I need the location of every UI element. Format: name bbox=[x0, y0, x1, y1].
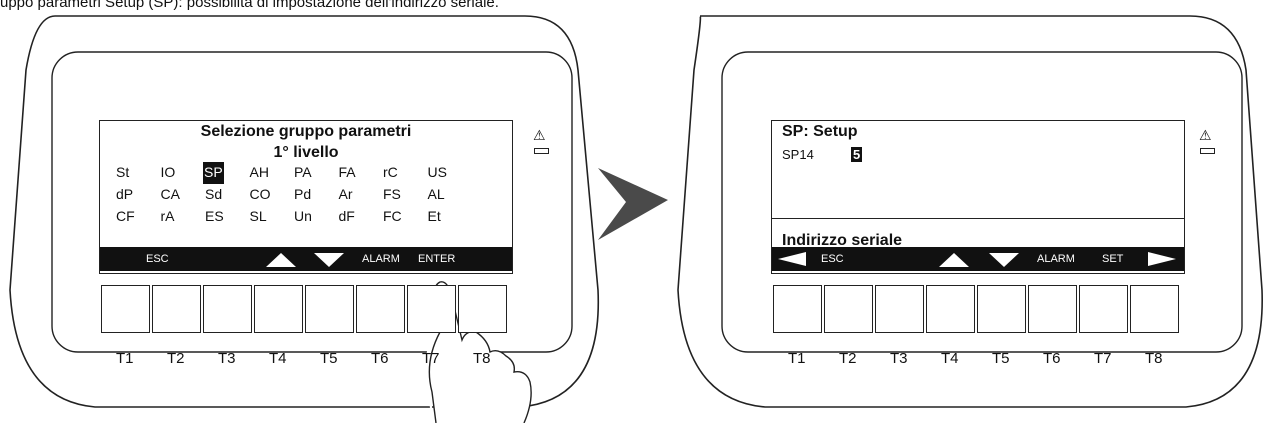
param-group-FA[interactable]: FA bbox=[337, 162, 382, 184]
param-group-ES[interactable]: ES bbox=[203, 206, 248, 228]
param-group-CO[interactable]: CO bbox=[248, 184, 293, 206]
param-group-Et[interactable]: Et bbox=[426, 206, 471, 228]
right-title: SP: Setup bbox=[782, 124, 858, 140]
enter-label: ENTER bbox=[418, 253, 455, 265]
triangle-down-icon bbox=[989, 253, 1019, 267]
param-group-SP[interactable]: SP bbox=[203, 162, 224, 184]
button-t3[interactable] bbox=[875, 285, 924, 333]
param-name: SP14 bbox=[782, 147, 814, 162]
button-t2[interactable] bbox=[824, 285, 873, 333]
button-t2[interactable] bbox=[152, 285, 201, 333]
triangle-up-icon bbox=[266, 253, 296, 267]
param-group-PA[interactable]: PA bbox=[292, 162, 337, 184]
button-label-t3: T3 bbox=[218, 350, 236, 367]
arrow-left-icon bbox=[778, 252, 806, 266]
param-group-Sd[interactable]: Sd bbox=[203, 184, 248, 206]
triangle-down-icon bbox=[314, 253, 344, 267]
param-group-St[interactable]: St bbox=[114, 162, 159, 184]
button-label-t7: T7 bbox=[1094, 350, 1112, 367]
param-group-Pd[interactable]: Pd bbox=[292, 184, 337, 206]
button-label-t4: T4 bbox=[941, 350, 959, 367]
param-group-SL[interactable]: SL bbox=[248, 206, 293, 228]
button-t5[interactable] bbox=[305, 285, 354, 333]
button-t7[interactable] bbox=[407, 285, 456, 333]
button-label-t5: T5 bbox=[320, 350, 338, 367]
param-group-dF[interactable]: dF bbox=[337, 206, 382, 228]
param-group-rC[interactable]: rC bbox=[381, 162, 426, 184]
warning-icon: ⚠ bbox=[533, 127, 546, 144]
param-value[interactable]: 5 bbox=[851, 147, 862, 162]
param-group-rA[interactable]: rA bbox=[159, 206, 204, 228]
alarm-label: ALARM bbox=[362, 253, 400, 265]
status-led-indicator bbox=[534, 148, 549, 154]
param-group-Ar[interactable]: Ar bbox=[337, 184, 382, 206]
button-t8[interactable] bbox=[1130, 285, 1179, 333]
button-label-t1: T1 bbox=[116, 350, 134, 367]
button-label-t6: T6 bbox=[371, 350, 389, 367]
triangle-up-icon bbox=[939, 253, 969, 267]
button-t1[interactable] bbox=[773, 285, 822, 333]
button-t1[interactable] bbox=[101, 285, 150, 333]
param-group-CA[interactable]: CA bbox=[159, 184, 204, 206]
button-t4[interactable] bbox=[254, 285, 303, 333]
right-lcd-screen: SP: Setup SP14 5 Indirizzo seriale ESC A… bbox=[771, 120, 1185, 274]
param-group-FC[interactable]: FC bbox=[381, 206, 426, 228]
param-group-CF[interactable]: CF bbox=[114, 206, 159, 228]
button-label-t2: T2 bbox=[167, 350, 185, 367]
button-label-t3: T3 bbox=[890, 350, 908, 367]
button-label-t8: T8 bbox=[1145, 350, 1163, 367]
param-group-IO[interactable]: IO bbox=[159, 162, 204, 184]
button-t3[interactable] bbox=[203, 285, 252, 333]
button-t7[interactable] bbox=[1079, 285, 1128, 333]
button-label-t8: T8 bbox=[473, 350, 491, 367]
set-label: SET bbox=[1102, 253, 1123, 265]
button-t5[interactable] bbox=[977, 285, 1026, 333]
right-softkey-bar: ESC ALARM SET bbox=[772, 247, 1184, 271]
param-group-AL[interactable]: AL bbox=[426, 184, 471, 206]
param-group-FS[interactable]: FS bbox=[381, 184, 426, 206]
status-led-indicator bbox=[1200, 148, 1215, 154]
param-group-AH[interactable]: AH bbox=[248, 162, 293, 184]
alarm-label: ALARM bbox=[1037, 253, 1075, 265]
button-t6[interactable] bbox=[1028, 285, 1077, 333]
left-title-line2: 1° livello bbox=[100, 145, 512, 161]
button-label-t6: T6 bbox=[1043, 350, 1061, 367]
warning-icon: ⚠ bbox=[1199, 127, 1212, 144]
esc-label: ESC bbox=[146, 253, 169, 265]
left-lcd-screen: Selezione gruppo parametri 1° livello St… bbox=[99, 120, 513, 274]
left-title-line1: Selezione gruppo parametri bbox=[100, 124, 512, 140]
button-label-t5: T5 bbox=[992, 350, 1010, 367]
left-button-row bbox=[101, 285, 509, 333]
arrow-right-icon bbox=[598, 168, 668, 240]
button-label-t7: T7 bbox=[422, 350, 440, 367]
param-group-dP[interactable]: dP bbox=[114, 184, 159, 206]
button-label-t2: T2 bbox=[839, 350, 857, 367]
arrow-right-icon bbox=[1148, 252, 1176, 266]
button-label-t4: T4 bbox=[269, 350, 287, 367]
button-label-t1: T1 bbox=[788, 350, 806, 367]
left-softkey-bar: ESC ALARM ENTER bbox=[100, 247, 512, 271]
divider bbox=[772, 218, 1184, 219]
button-t6[interactable] bbox=[356, 285, 405, 333]
button-t4[interactable] bbox=[926, 285, 975, 333]
button-t8[interactable] bbox=[458, 285, 507, 333]
esc-label: ESC bbox=[821, 253, 844, 265]
param-group-Un[interactable]: Un bbox=[292, 206, 337, 228]
right-button-row bbox=[773, 285, 1181, 333]
param-group-US[interactable]: US bbox=[426, 162, 471, 184]
